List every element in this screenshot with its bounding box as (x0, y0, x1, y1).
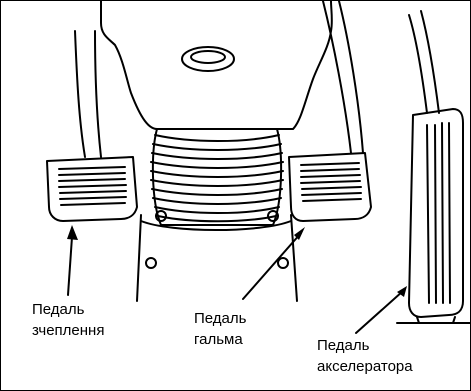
clutch-arm (75, 31, 101, 157)
brake-label-line1: Педаль (194, 308, 246, 329)
accelerator-arm (409, 11, 439, 113)
clutch-pedal-pad (47, 157, 137, 221)
brake-pedal-pad (289, 153, 371, 221)
brake-pedal-label: Педаль гальма (194, 308, 246, 350)
brake-arrow (243, 233, 301, 299)
clutch-label-line1: Педаль (32, 299, 104, 320)
accelerator-arrow (356, 291, 403, 333)
accelerator-label-line1: Педаль (317, 335, 413, 356)
accelerator-pedal-label: Педаль акселератора (317, 335, 413, 377)
steering-boot (151, 129, 283, 225)
clutch-label-line2: зчеплення (32, 320, 104, 341)
brake-arm (323, 1, 363, 153)
accelerator-label-line2: акселератора (317, 356, 413, 377)
accelerator-pedal-pad (397, 109, 470, 323)
clutch-pedal-label: Педаль зчеплення (32, 299, 104, 341)
center-console (101, 1, 332, 129)
clutch-arrowhead (67, 225, 78, 240)
pedal-bracket (137, 215, 297, 301)
brake-label-line2: гальма (194, 329, 246, 350)
clutch-arrow (68, 237, 72, 295)
